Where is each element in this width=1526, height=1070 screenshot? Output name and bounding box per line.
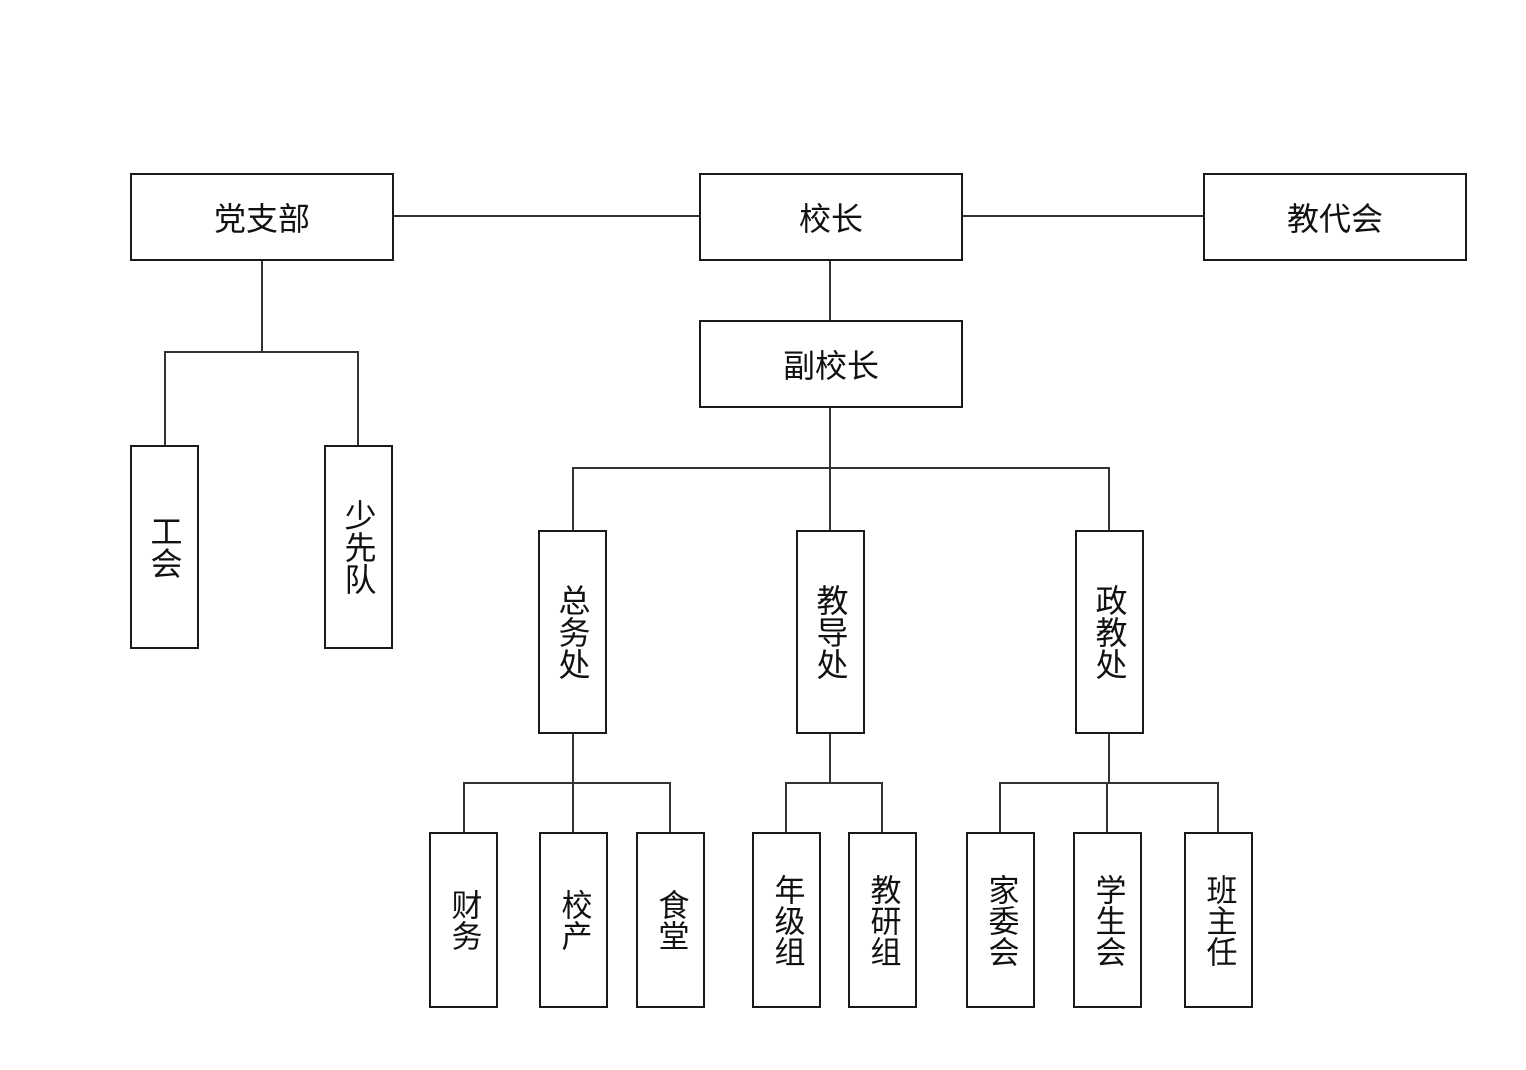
node-staff-congress: 教代会 <box>1203 173 1467 261</box>
node-general-affairs: 总务处 <box>538 530 607 734</box>
connector-political-education-bar <box>999 782 1219 833</box>
node-parent-committee: 家委会 <box>966 832 1035 1008</box>
node-labor-union: 工会 <box>130 445 199 649</box>
node-class-teacher: 班主任 <box>1184 832 1253 1008</box>
connector-union-young-pioneers <box>164 351 359 446</box>
node-principal: 校长 <box>699 173 963 261</box>
connector-academic-affairs-bar <box>785 782 883 833</box>
node-party-branch: 党支部 <box>130 173 394 261</box>
node-vice-principal: 副校长 <box>699 320 963 408</box>
node-student-union: 学生会 <box>1073 832 1142 1008</box>
node-grade-group: 年级组 <box>752 832 821 1008</box>
node-academic-affairs: 教导处 <box>796 530 865 734</box>
node-finance: 财务 <box>429 832 498 1008</box>
node-canteen: 食堂 <box>636 832 705 1008</box>
connector-departments-bar <box>572 467 1110 531</box>
node-political-education: 政教处 <box>1075 530 1144 734</box>
node-school-property: 校产 <box>539 832 608 1008</box>
node-teaching-research-group: 教研组 <box>848 832 917 1008</box>
node-young-pioneers: 少先队 <box>324 445 393 649</box>
connector-general-affairs-bar <box>463 782 671 833</box>
